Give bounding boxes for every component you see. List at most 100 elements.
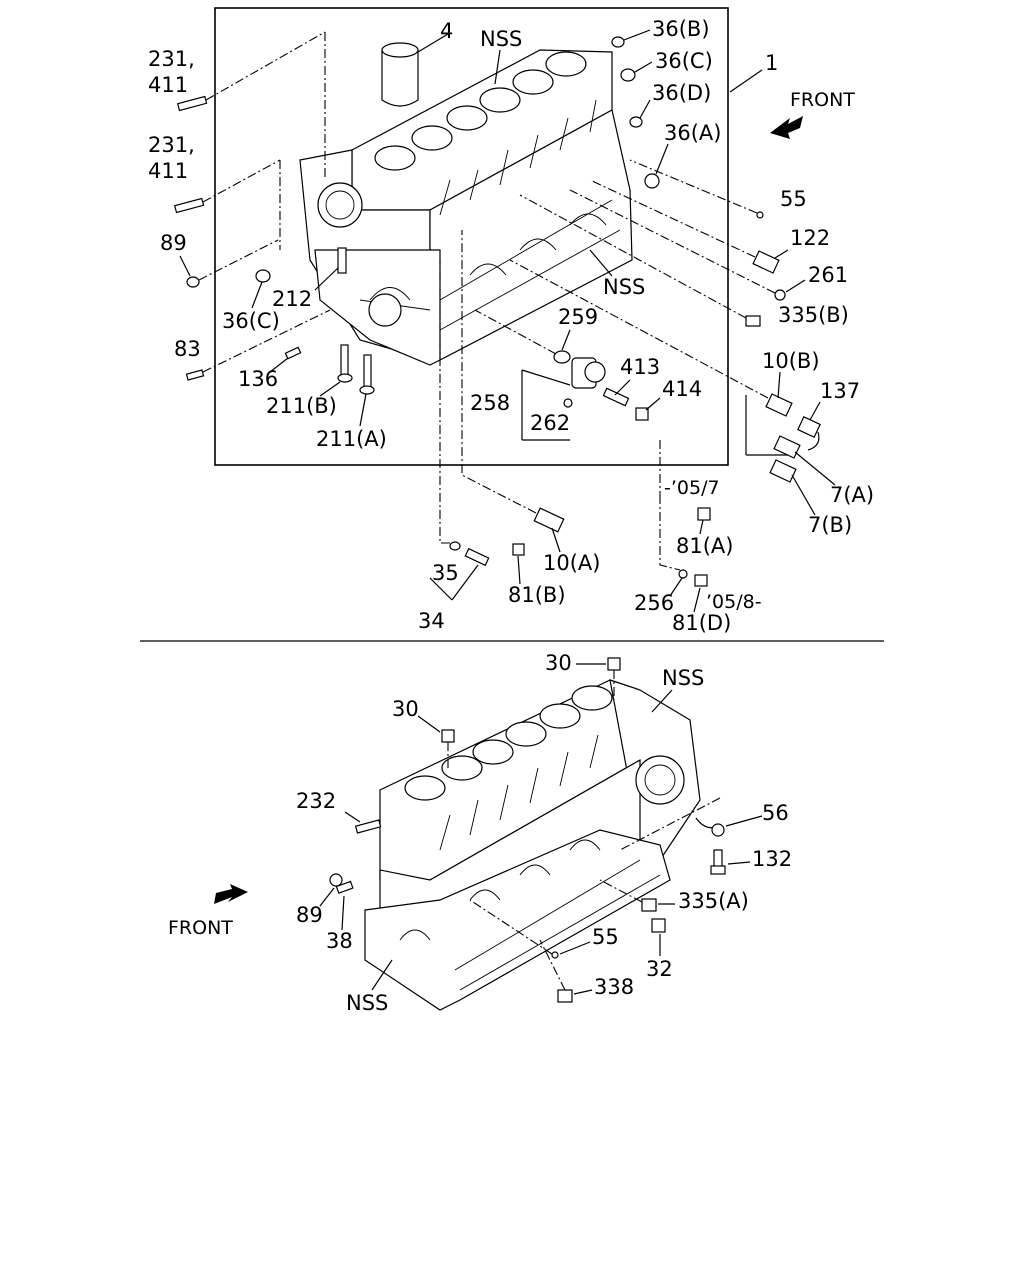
plug-338 [539,939,573,1003]
callout-81b: 81(B) [508,583,566,607]
plug-36a [644,173,660,189]
callout-413: 413 [620,355,660,379]
ball-55-top [629,159,764,219]
fitting-10b [509,259,793,417]
cylinder-liner-part-4 [381,33,449,107]
callout-55-bottom: 55 [592,925,619,949]
callout-338: 338 [594,975,634,999]
oil-jet-56 [619,797,763,851]
callout-258: 258 [470,391,510,415]
ball-55-bottom [469,899,559,959]
front-arrow-top: FRONT [770,89,855,139]
plug-89-bottom [329,873,343,887]
plug-30-left [441,729,455,770]
callout-132: 132 [752,847,792,871]
callout-335a: 335(A) [678,889,749,913]
callout-38: 38 [326,929,353,953]
callout-231-b: 231, [148,133,195,157]
callout-nss-bottom-top: NSS [662,666,704,690]
callout-262: 262 [530,411,570,435]
callout-7a: 7(A) [830,483,874,507]
top-section: FRONT [148,7,874,635]
plug-335a [599,879,657,912]
plug-89-top [186,239,279,288]
callout-32: 32 [646,957,673,981]
plug-36b [611,29,651,48]
stud-bolt-231-411-b [173,159,281,250]
plug-36d [629,116,643,128]
callout-36c-left: 36(C) [222,309,280,333]
stud-bolt-231-411-a [176,31,326,180]
callout-411-b: 411 [148,159,188,183]
callout-89-top: 89 [160,231,187,255]
pin-212 [337,247,347,274]
pin-83 [185,309,331,381]
callout-55-top: 55 [780,187,807,211]
plug-36c [620,68,636,82]
callout-414: 414 [662,377,702,401]
bolt-211a [359,354,375,395]
cylinder-block-top [299,49,633,366]
plug-7a [773,435,836,486]
callout-122: 122 [790,226,830,250]
plug-335b [519,194,761,327]
callout-411-a: 411 [148,73,188,97]
plug-30-top [607,657,621,700]
callout-137: 137 [820,379,860,403]
bolt-132 [710,849,726,875]
callout-nss-mid: NSS [603,275,645,299]
plug-34-35 [429,260,490,601]
plug-81d-256 [659,495,708,587]
callout-36d: 36(D) [652,81,711,105]
callout-231-a: 231, [148,47,195,71]
callout-36b: 36(B) [652,17,710,41]
callout-256: 256 [634,591,674,615]
fitting-10a [461,230,565,533]
stud-232 [344,811,382,834]
plug-7b [769,459,816,516]
callout-212: 212 [272,287,312,311]
plug-122 [589,179,780,274]
callout-81a: 81(A) [676,534,733,558]
plug-32 [651,918,666,933]
pin-136 [284,346,302,360]
front-arrow-bottom: FRONT [168,884,248,939]
plug-36c-left [255,269,271,283]
callout-nss-top: NSS [480,27,522,51]
bolt-211b [337,344,353,383]
callout-261: 261 [808,263,848,287]
pin-38 [335,880,354,894]
callout-211a: 211(A) [316,427,387,451]
callout-81d: 81(D) [672,611,731,635]
callout-05-8: ’05/8- [706,591,762,613]
callout-259: 259 [558,305,598,329]
callout-1: 1 [765,51,778,75]
callout-335b: 335(B) [778,303,849,327]
bottom-section: FRONT [168,651,792,1015]
callout-4: 4 [440,19,453,43]
callout-30-top: 30 [545,651,572,675]
callout-30-left: 30 [392,697,419,721]
plug-81b [512,543,525,556]
hose-137 [797,416,821,451]
callout-89-bottom: 89 [296,903,323,927]
washer-261 [569,189,786,301]
callout-56: 56 [762,801,789,825]
front-label-top: FRONT [790,89,855,111]
callout-nss-bottom: NSS [346,991,388,1015]
plug-81a [659,440,711,521]
callout-7b: 7(B) [808,513,852,537]
oil-switch-assembly-258 [474,309,649,441]
callout-211b: 211(B) [266,394,337,418]
callout-34: 34 [418,609,445,633]
callout-05-7: -’05/7 [664,477,720,499]
callout-36a: 36(A) [664,121,721,145]
callout-36c: 36(C) [655,49,713,73]
top-frame-box [214,7,729,466]
bracket-7-group [745,395,790,456]
callout-10b: 10(B) [762,349,820,373]
front-label-bottom: FRONT [168,917,233,939]
callout-232: 232 [296,789,336,813]
cylinder-block-bottom [364,679,701,1011]
